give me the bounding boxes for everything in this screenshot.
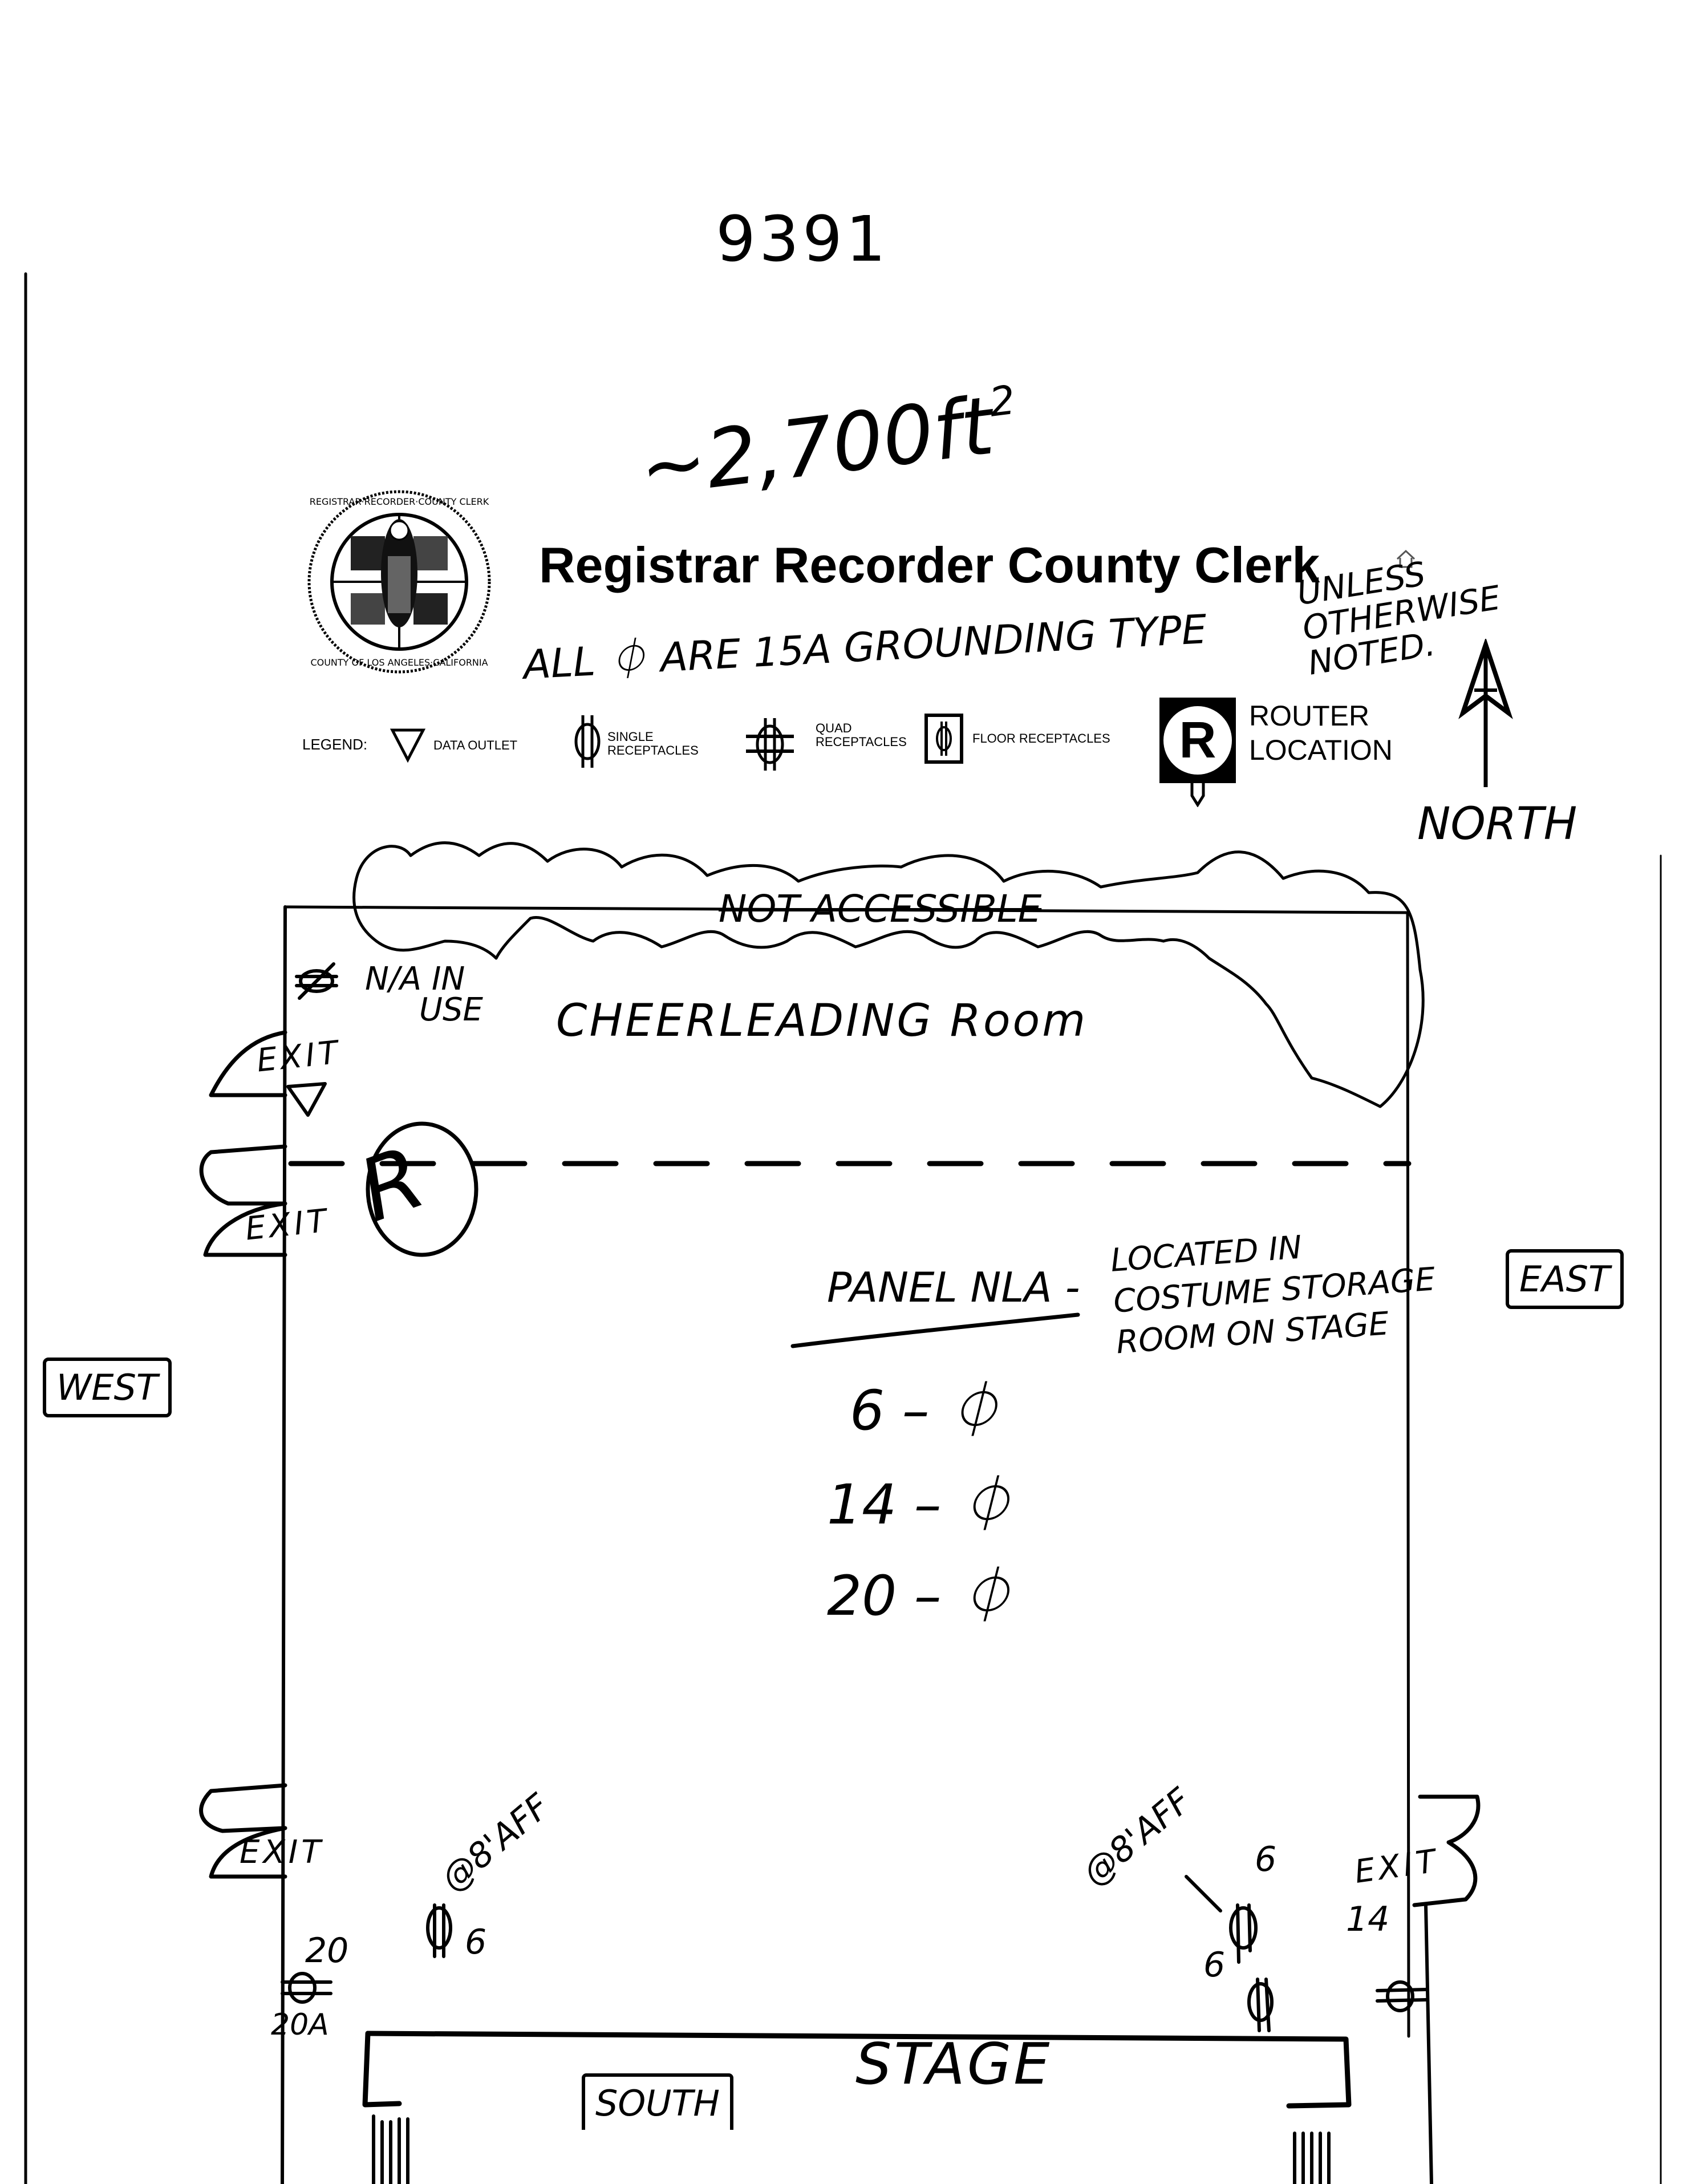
not-in-use-receptacle-icon	[295, 962, 338, 1000]
exit-door-2	[199, 1144, 287, 1257]
stage-outline	[365, 2031, 1352, 2109]
router-text-line2: LOCATION	[1249, 734, 1393, 766]
legend-item-floor-receptacles: FLOOR RECEPTACLES	[972, 731, 1110, 745]
svg-text:REGISTRAR·RECORDER·COUNTY CLER: REGISTRAR·RECORDER·COUNTY CLERK	[310, 496, 489, 507]
circuit-number: 20	[827, 1564, 897, 1628]
legend-item-router-location: ROUTER LOCATION	[1249, 699, 1393, 767]
router-location-icon: R	[1159, 698, 1236, 807]
east-wall-circuit: 14	[1346, 1899, 1390, 1939]
west-circuit-label: 20	[305, 1931, 349, 1971]
circuit-symbol: ⏀	[947, 1379, 1002, 1443]
circuit-number: 14	[827, 1473, 897, 1537]
panel-name: PANEL NLA	[827, 1263, 1052, 1311]
not-accessible-label: NOT ACCESSIBLE	[719, 887, 1042, 931]
panel-circuit-6: 6 – ⏀	[850, 1379, 1002, 1443]
north-arrow-icon	[1458, 639, 1513, 787]
not-in-use-line1: N/A IN	[365, 961, 465, 998]
exit-door-1	[209, 1030, 287, 1097]
stage-stairs-left	[372, 2114, 409, 2184]
exit-label-3: EXIT	[240, 1834, 325, 1871]
organization-title: Registrar Recorder County Clerk	[539, 537, 1320, 593]
circuit-number: 6	[850, 1379, 885, 1443]
legend-item-single-receptacles: SINGLE RECEPTACLES	[607, 730, 699, 757]
east-wall	[1406, 911, 1410, 2038]
west-mount-circuit: 6	[465, 1922, 487, 1962]
router-legend-glyph: R	[1179, 712, 1216, 769]
quad-receptacle-icon	[746, 718, 794, 771]
exit-door-3	[199, 1783, 287, 1879]
north-label: NORTH	[1417, 799, 1577, 850]
south-label: SOUTH	[582, 2073, 734, 2130]
home-icon	[1396, 549, 1416, 568]
circuit-symbol: ⏀	[959, 1473, 1014, 1537]
single-receptacle-east-lower	[1247, 1978, 1274, 2032]
svg-text:COUNTY OF LOS ANGELES·CALIFORN: COUNTY OF LOS ANGELES·CALIFORNIA	[310, 657, 488, 668]
panel-circuit-20: 20 – ⏀	[827, 1564, 1014, 1628]
data-outlet-icon	[286, 1082, 327, 1117]
floor-receptacle-icon	[924, 714, 963, 764]
single-receptacle-west	[426, 1903, 452, 1958]
circuit-symbol: ⏀	[959, 1564, 1014, 1628]
panel-title: PANEL NLA -	[827, 1263, 1080, 1311]
legend-item-data-outlet: DATA OUTLET	[433, 738, 518, 752]
single-receptacle-east-upper	[1185, 1875, 1258, 1964]
east-mount-circuit: 6	[1255, 1839, 1277, 1879]
panel-dash: -	[1065, 1263, 1080, 1311]
quad-receptacle-east	[1376, 1980, 1428, 2012]
not-in-use-line2: USE	[419, 991, 483, 1028]
north-wall	[283, 905, 1409, 914]
room-name-label: CHEERLEADING Room	[556, 995, 1088, 1047]
county-seal-logo: REGISTRAR·RECORDER·COUNTY CLERK COUNTY O…	[307, 490, 491, 674]
panel-location: LOCATED IN COSTUME STORAGE ROOM ON STAGE	[1109, 1218, 1439, 1364]
router-text-line1: ROUTER	[1249, 700, 1370, 732]
legend-item-quad-receptacles: QUAD RECEPTACLES	[816, 721, 907, 749]
panel-circuit-14: 14 – ⏀	[827, 1473, 1014, 1537]
west-wall	[281, 905, 287, 2184]
west-floor-circuit: 20A	[271, 2008, 329, 2042]
west-label: WEST	[43, 1358, 172, 1417]
router-location-marker	[366, 1121, 478, 1257]
not-in-use-label: N/A IN USE	[365, 961, 483, 1028]
not-accessible-cloud	[352, 841, 1425, 1108]
triangle-data-outlet-icon	[390, 728, 426, 763]
stage-stairs-right	[1293, 2132, 1331, 2184]
east-lower-circuit: 6	[1203, 1945, 1226, 1985]
east-label: EAST	[1506, 1249, 1624, 1309]
stage-label: STAGE	[855, 2031, 1052, 2097]
exit-door-4	[1412, 1794, 1481, 1907]
page-number: 9391	[716, 202, 889, 275]
quad-receptacle-west	[281, 1972, 332, 2004]
legend-label: LEGEND:	[302, 736, 368, 753]
single-receptacle-icon	[574, 715, 601, 768]
